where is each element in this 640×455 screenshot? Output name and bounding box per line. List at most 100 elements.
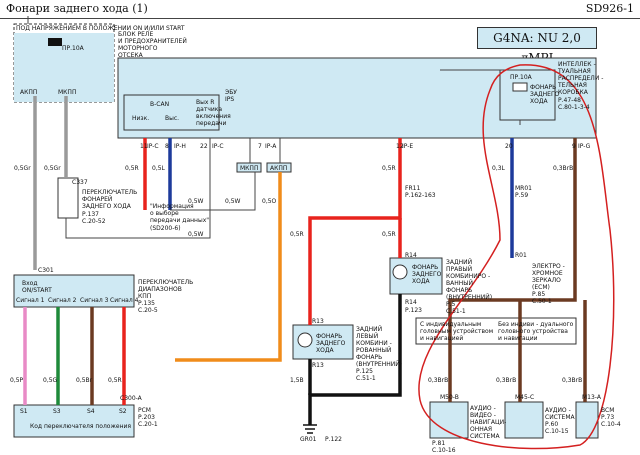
audio-nav-3: НАВИГАЦИ-: [470, 419, 506, 426]
mr01-ref: Р.59: [515, 192, 528, 199]
pin-11: 11: [140, 143, 148, 150]
sig-4: Сигнал 4: [110, 297, 139, 304]
lamp-r-3: КОМБИНИРО -: [446, 273, 490, 280]
lamp-l-in-1: ФОНАРЬ: [316, 333, 342, 340]
mirror-ref-1: Р.85: [532, 291, 545, 298]
lamp-l-in-2: ЗАДНЕГО: [316, 340, 346, 347]
range-switch-box: [13, 274, 135, 308]
relay-line-2: И ПРЕДОХРАНИТЕЛЕЙ: [118, 38, 187, 45]
w-brown-4: 0,3BrB: [562, 377, 582, 384]
w-gray-2: 0,5Gr: [44, 165, 61, 172]
header-bar: Фонари заднего хода (1) SD926-1: [0, 0, 640, 19]
smart-fuse-icon: [512, 82, 528, 92]
smart-box-ref-2: С.80-1-3-4: [558, 104, 590, 111]
audio-ref-1: Р.60: [545, 421, 558, 428]
audio-nav-4: ОННАЯ: [470, 426, 492, 433]
lamp-l-4: РОВАННЫЙ: [356, 347, 391, 354]
lamp-r-1: ЗАДНИЙ: [446, 259, 472, 266]
lamp-r-in-1: ФОНАРЬ: [412, 264, 438, 271]
info-2: о выборе: [150, 210, 179, 217]
w-pink: 0,5P: [10, 377, 24, 384]
pcm-box: [13, 404, 135, 438]
w-brown-1: 0,3BrB: [553, 165, 573, 172]
with-nav-1: С индивидуальным: [420, 321, 481, 328]
without-nav-1: Без индиви - дуального: [498, 321, 574, 328]
audio-2: СИСТЕМА: [545, 414, 576, 421]
range-2: ДИАПАЗОНОВ: [138, 286, 182, 293]
input-2: ON/START: [22, 287, 52, 294]
audio-nav-2: ВИДЕО -: [470, 412, 496, 419]
w-brown-2: 0,3BrB: [428, 377, 448, 384]
switch-1: ПЕРЕКЛЮЧАТЕЛЬ: [82, 189, 137, 196]
left-bulb-icon: [297, 332, 313, 348]
mkpp-conn: [236, 162, 262, 173]
r13-top: R13: [312, 318, 324, 325]
c337-label: C337: [72, 179, 88, 186]
bcan-label: B-CAN: [150, 101, 169, 108]
gr-ref: Р.122: [325, 436, 342, 443]
sig-2: Сигнал 2: [48, 297, 77, 304]
audio-1: АУДИО -: [545, 407, 571, 414]
mirror-4: (ECM): [532, 284, 550, 291]
out-r-3: включения: [196, 113, 231, 120]
lamp-l-1: ЗАДНИЙ: [356, 326, 382, 333]
ipa: IP-A: [265, 143, 277, 150]
relay-box: [14, 33, 114, 102]
without-nav-2: головного устройства: [498, 328, 568, 335]
r01: R01: [515, 252, 527, 259]
out-r-2: датчика: [196, 106, 222, 113]
w-red-1: 0,5R: [125, 165, 139, 172]
switch-2: ФОНАРЕЙ: [82, 196, 112, 203]
switch-ref-2: С.20-52: [82, 218, 106, 225]
page-title: Фонари заднего хода (1): [6, 2, 148, 15]
page-code: SD926-1: [585, 2, 634, 15]
sig-3: Сигнал 3: [80, 297, 109, 304]
r14-bottom: R14: [405, 299, 417, 306]
iph: IP-H: [174, 143, 186, 150]
input-1: Вход: [22, 280, 38, 287]
switch-ref-1: Р.137: [82, 211, 99, 218]
mirror-2: ХРОМНОЕ: [532, 270, 563, 277]
fr11-ref: Р.162-163: [405, 192, 436, 199]
lamp-l-in-3: ХОДА: [316, 347, 335, 354]
out-r-1: Вых R: [196, 99, 214, 106]
lamp-r-6: (ВНУТРЕННИЙ): [446, 294, 492, 301]
bcan-block: [123, 94, 220, 131]
relay-line-4: ОТСЕКА: [118, 52, 144, 59]
ecu-name: ЭБУ: [225, 89, 237, 96]
w-blue-1: 0,5L: [152, 165, 166, 172]
option-box: [415, 317, 577, 345]
conn-akpp-top: АКПП: [20, 89, 37, 96]
mirror-1: ЭЛЕКТРО -: [532, 263, 565, 270]
r14-top: R14: [405, 252, 417, 259]
mirror-3: ЗЕРКАЛО: [532, 277, 561, 284]
range-ref-2: С.20-5: [138, 307, 158, 314]
gr01: GR01: [300, 436, 317, 443]
smart-box-ref-1: Р.47-48: [558, 97, 581, 104]
ipe: IP-E: [402, 143, 413, 150]
pin-12: 12: [396, 143, 404, 150]
smart-box-3: РАСПРЕДЕЛИ -: [558, 75, 603, 82]
pcm-ref-1: Р.203: [138, 414, 155, 421]
lamp-l-5: ФОНАРЬ: [356, 354, 382, 361]
bcm: BCM: [601, 407, 614, 414]
wire-white-1: [65, 138, 211, 239]
s3: S3: [53, 408, 61, 415]
w-white-3: 0,5W: [188, 231, 204, 238]
w-red-5: 0,5R: [290, 231, 304, 238]
smart-box-5: КОРОБКА: [558, 89, 589, 96]
lamp-r-ref-1: Р.5: [446, 301, 456, 308]
w-green: 0,5G: [43, 377, 58, 384]
right-bulb-icon: [392, 264, 408, 280]
lamp-r-in-2: ЗАДНЕГО: [412, 271, 442, 278]
m13a: M13-A: [582, 394, 602, 401]
w-white-1: 0,5W: [188, 198, 204, 205]
audio-ref-2: С.10-15: [545, 428, 569, 435]
audio-nav-ref-2: С.10-16: [432, 447, 456, 454]
lamp-l-2: ЛЕВЫЙ: [356, 333, 378, 340]
lamp-r-in-3: ХОДА: [412, 278, 431, 285]
m45c: M45-C: [515, 394, 534, 401]
smart-fuse-l3: ХОДА: [530, 98, 549, 105]
highlight-loop: [418, 64, 615, 450]
